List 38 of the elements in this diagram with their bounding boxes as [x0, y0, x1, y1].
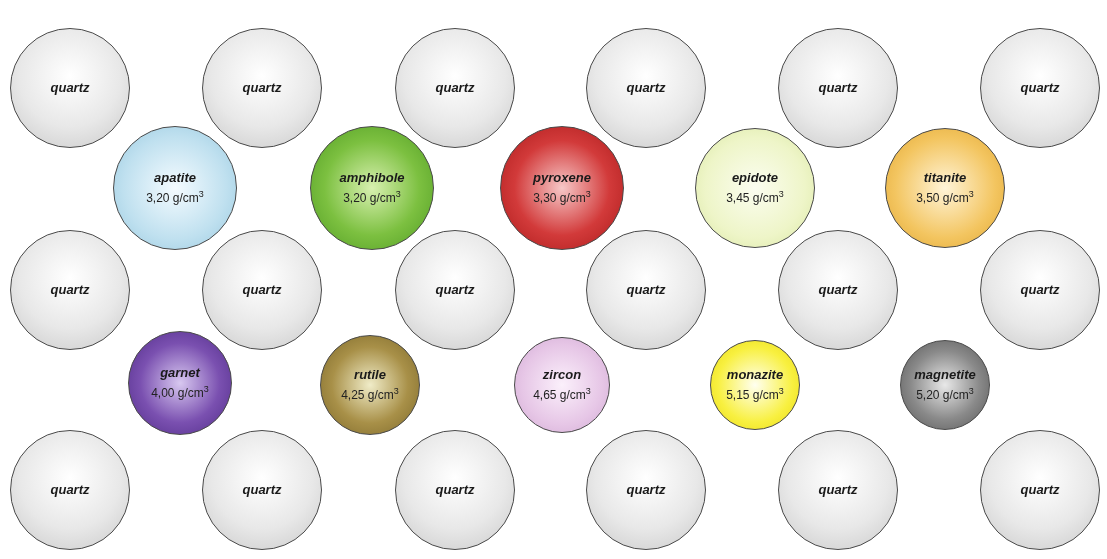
mineral-name: quartz	[626, 79, 666, 97]
density-label: 5,20 g/cm$^{3}$	[916, 387, 974, 403]
mineral-name: rutile	[354, 367, 386, 384]
mineral-name: titanite	[923, 170, 967, 187]
density-label: 4,25 g/cm$^{3}$	[341, 387, 399, 403]
density-label: 5,15 g/cm$^{3}$	[726, 387, 784, 403]
mineral-name: pyroxene	[533, 170, 591, 187]
mineral-name: monazite	[726, 367, 784, 384]
mineral-name: epidote	[731, 170, 779, 187]
density-label: 3,30 g/cm$^{3}$	[533, 190, 591, 206]
mineral-name: quartz	[435, 281, 475, 299]
mineral-name: garnet	[160, 365, 200, 382]
mineral-name: apatite	[154, 170, 196, 187]
mineral-name: quartz	[435, 79, 475, 97]
mineral-name: quartz	[50, 281, 90, 299]
mineral-name: quartz	[818, 281, 858, 299]
density-label: 3,45 g/cm$^{3}$	[726, 190, 784, 206]
density-label: 4,00 g/cm$^{3}$	[151, 385, 209, 401]
density-label: 3,50 g/cm$^{3}$	[916, 190, 974, 206]
mineral-name: amphibole	[339, 170, 405, 187]
mineral-name: quartz	[1020, 481, 1060, 499]
mineral-name: quartz	[1020, 79, 1060, 97]
density-label: 3,20 g/cm$^{3}$	[343, 190, 401, 206]
mineral-name: quartz	[1020, 281, 1060, 299]
mineral-name: quartz	[435, 481, 475, 499]
mineral-name: quartz	[242, 281, 282, 299]
mineral-name: quartz	[626, 281, 666, 299]
mineral-name: quartz	[50, 79, 90, 97]
density-label: 4,65 g/cm$^{3}$	[533, 387, 591, 403]
mineral-name: quartz	[50, 481, 90, 499]
mineral-name: quartz	[626, 481, 666, 499]
mineral-name: quartz	[818, 79, 858, 97]
mineral-name: magnetite	[914, 367, 976, 384]
mineral-name: quartz	[818, 481, 858, 499]
density-label: 3,20 g/cm$^{3}$	[146, 190, 204, 206]
mineral-name: quartz	[242, 481, 282, 499]
mineral-name: zircon	[542, 367, 582, 384]
mineral-name: quartz	[242, 79, 282, 97]
